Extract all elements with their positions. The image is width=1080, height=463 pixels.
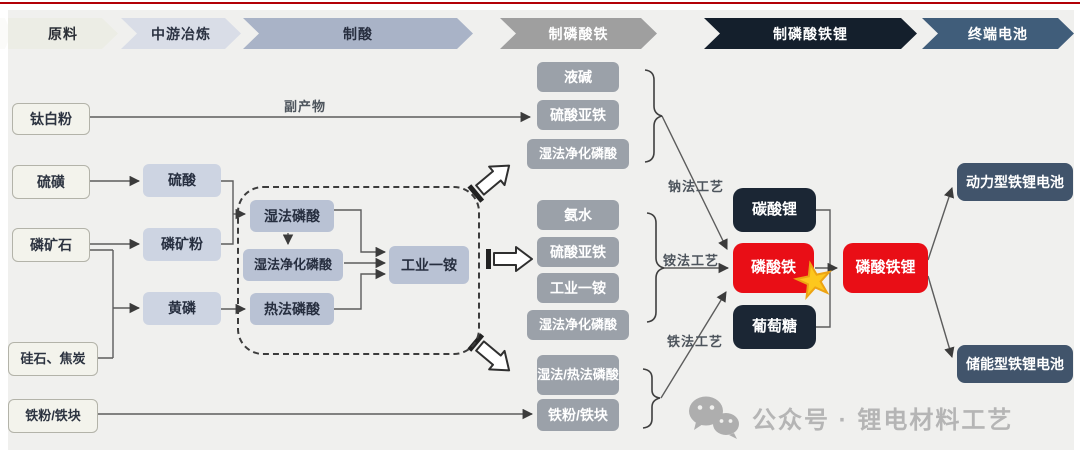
stage-iron-phosphate: 制磷酸铁 (500, 18, 657, 49)
node-wet-purified-acid-2: 湿法净化磷酸 (527, 310, 629, 340)
node-iron-powder-gray: 铁粉/铁块 (537, 399, 619, 431)
node-titanium-dioxide: 钛白粉 (12, 103, 90, 135)
node-yellow-phosphorus: 黄磷 (143, 292, 221, 325)
node-thermal-phosphoric-acid: 热法磷酸 (250, 293, 334, 325)
block-arrow-up-right (467, 164, 511, 203)
stage-raw-material: 原料 (8, 18, 118, 49)
stage-label: 原料 (48, 25, 78, 42)
watermark-text: 公众号 · 锂电材料工艺 (752, 406, 1014, 434)
node-iron-powder-raw: 铁粉/铁块 (8, 399, 98, 433)
node-lithium-carbonate: 碳酸锂 (733, 188, 816, 232)
node-wet-purified-acid: 湿法净化磷酸 (243, 249, 343, 281)
stage-acid-production: 制酸 (243, 18, 473, 49)
label-byproduct: 副产物 (284, 99, 327, 114)
node-ferrous-sulfate-1: 硫酸亚铁 (537, 100, 619, 130)
node-lfp: 磷酸铁锂 (843, 243, 928, 293)
node-liquid-caustic: 液碱 (537, 62, 619, 92)
watermark: 公众号 · 锂电材料工艺 (686, 394, 1013, 440)
stage-label: 中游冶炼 (151, 25, 211, 42)
node-sulfur: 硫磺 (12, 165, 90, 199)
stage-lfp-production: 制磷酸铁锂 (704, 18, 917, 49)
node-power-battery: 动力型铁锂电池 (957, 163, 1073, 201)
node-sulfuric-acid: 硫酸 (143, 164, 221, 197)
block-arrow-right (486, 246, 533, 272)
node-storage-battery: 储能型铁锂电池 (957, 345, 1073, 383)
node-wet-phosphoric-acid: 湿法磷酸 (250, 200, 334, 232)
node-phosphate-ore: 磷矿石 (12, 228, 90, 262)
stage-end-battery: 终端电池 (922, 18, 1074, 49)
stage-midstream-smelting: 中游冶炼 (121, 18, 241, 49)
group-braces (642, 69, 665, 429)
top-divider-line (0, 2, 1080, 4)
node-glucose: 葡萄糖 (733, 305, 816, 349)
node-iron-phosphate: 磷酸铁 (733, 243, 814, 293)
acid-process-dashed-group (237, 186, 480, 355)
stage-label: 制酸 (343, 25, 373, 42)
stage-label: 制磷酸铁 (548, 25, 609, 42)
wechat-icon (689, 396, 739, 439)
label-iron-process: 铁法工艺 (667, 334, 724, 349)
stage-label: 制磷酸铁锂 (773, 25, 848, 42)
label-sodium-process: 钠法工艺 (668, 179, 725, 194)
node-phosphate-powder: 磷矿粉 (143, 228, 221, 261)
label-ammonium-process: 铵法工艺 (663, 253, 720, 268)
node-ammonia-water: 氨水 (537, 200, 619, 230)
node-industrial-map-2: 工业一铵 (537, 273, 619, 303)
node-industrial-map: 工业一铵 (389, 246, 469, 284)
node-ferrous-sulfate-2: 硫酸亚铁 (537, 237, 619, 267)
node-silica-coke: 硅石、焦炭 (8, 342, 98, 376)
node-wet-thermal-acid: 湿法/热法磷酸 (537, 355, 619, 395)
node-wet-purified-acid-1: 湿法净化磷酸 (527, 139, 629, 169)
stage-label: 终端电池 (968, 25, 1028, 42)
